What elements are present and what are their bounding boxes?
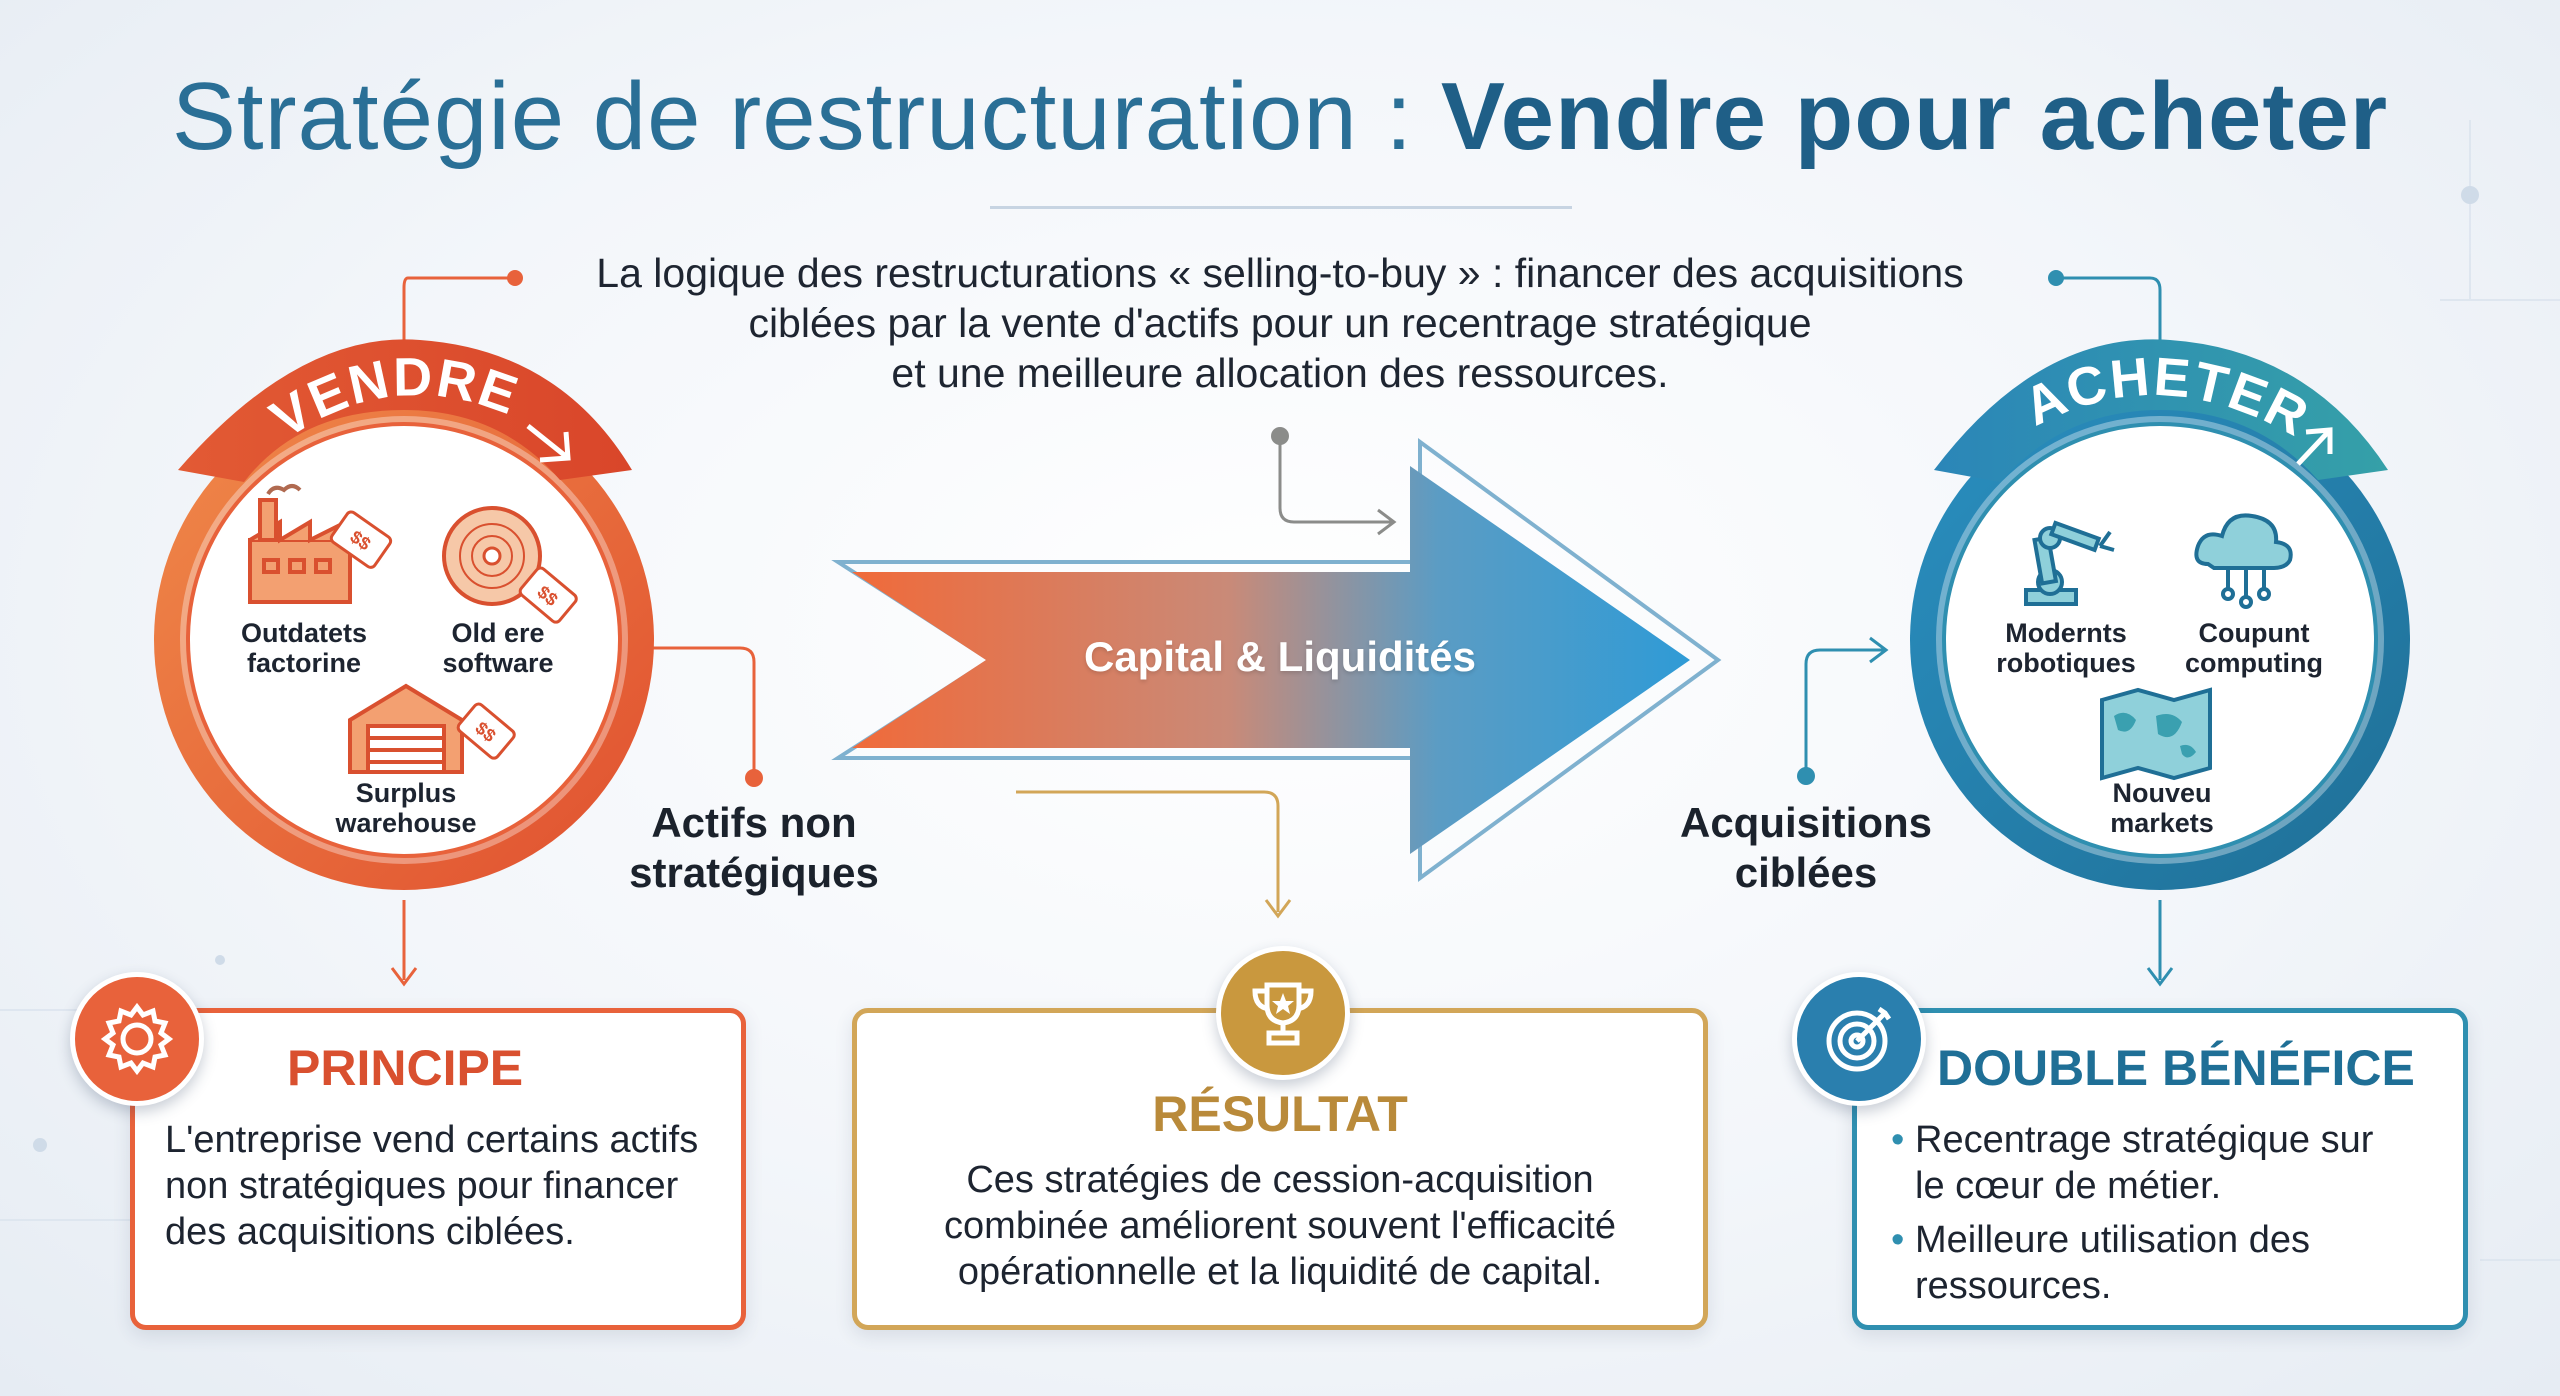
sell-banner-label: VENDRE	[260, 347, 526, 450]
ring-item-label: warehouse	[335, 808, 477, 838]
bullet-text-line: ressources.	[1915, 1265, 2112, 1307]
sell-arrow-icon	[526, 424, 571, 463]
intro-line: ciblées par la vente d'actifs pour un re…	[748, 300, 1812, 346]
card-text-line: opérationnelle et la liquidité de capita…	[957, 1251, 1603, 1293]
side-label-line: stratégiques	[629, 849, 879, 896]
buy-side-label: Acquisitions ciblées	[1656, 798, 1956, 898]
title-bold-part: Vendre pour acheter	[1440, 63, 2389, 170]
target-icon	[1792, 972, 1926, 1106]
card-text-line: L'entreprise vend certains actifs	[165, 1119, 699, 1161]
list-item: Meilleure utilisation des ressources.	[1891, 1217, 2373, 1309]
ring-item-label: Outdatets	[240, 618, 367, 648]
warehouse-icon	[348, 683, 464, 774]
bullet-text-line: Recentrage stratégique sur	[1915, 1119, 2374, 1161]
sell-item-software: Old ere software	[408, 618, 588, 678]
side-label-line: Acquisitions	[1679, 799, 1933, 846]
buy-banner-label: ACHETER	[2015, 347, 2319, 449]
trophy-icon	[1216, 946, 1350, 1080]
resultat-title: RÉSULTAT	[1152, 1086, 1408, 1142]
bullet-text-line: le cœur de métier.	[1915, 1165, 2222, 1207]
buy-arrow-icon	[2296, 427, 2333, 466]
intro-to-sell-connector	[402, 276, 515, 342]
principe-text: L'entreprise vend certains actifs non st…	[165, 1117, 698, 1255]
software-disc-icon	[442, 506, 542, 606]
price-tag-icon: $$	[456, 702, 516, 760]
benefice-card: DOUBLE BÉNÉFICE Recentrage stratégique s…	[1852, 1008, 2468, 1330]
label-to-buy-connector	[1804, 648, 1884, 776]
ring-item-label: Surplus	[355, 778, 457, 808]
card-text-line: Ces stratégies de cession-acquisition	[966, 1159, 1594, 1201]
ring-item-label: factorine	[246, 648, 362, 678]
robot-arm-icon	[2024, 520, 2115, 606]
buy-item-computing: Coupunt computing	[2164, 618, 2344, 678]
ring-item-label: Nouveu	[2112, 778, 2212, 808]
cloud-computing-icon	[2194, 513, 2293, 609]
principe-card: PRINCIPE L'entreprise vend certains acti…	[130, 1008, 746, 1330]
buy-item-robotics: Modernts robotiques	[1976, 618, 2156, 678]
sell-item-warehouse: Surplus warehouse	[316, 778, 496, 838]
side-label-line: ciblées	[1734, 849, 1878, 896]
ring-item-label: Coupunt	[2198, 618, 2310, 648]
list-item: Recentrage stratégique sur le cœur de mé…	[1891, 1117, 2373, 1209]
principe-title: PRINCIPE	[287, 1040, 524, 1096]
benefice-bullets: Recentrage stratégique sur le cœur de mé…	[1891, 1117, 2373, 1317]
resultat-text: Ces stratégies de cession-acquisition co…	[857, 1157, 1703, 1295]
sell-to-label-connector	[638, 646, 756, 778]
card-text-line: non stratégiques pour financer	[165, 1165, 679, 1207]
card-text-line: combinée améliorent souvent l'efficacité	[944, 1205, 1616, 1247]
ring-item-label: Old ere	[451, 618, 545, 648]
title-light-part: Stratégie de restructuration :	[171, 63, 1414, 170]
world-map-icon	[2100, 687, 2212, 781]
capital-flow-arrow	[831, 438, 1722, 882]
arrow-to-result-connector	[1016, 790, 1280, 912]
price-tag-icon: $$	[329, 510, 393, 569]
sell-side-label: Actifs non stratégiques	[604, 798, 904, 898]
side-label-line: Actifs non	[651, 799, 857, 846]
title-divider	[990, 206, 1572, 209]
ring-item-label: computing	[2185, 648, 2323, 678]
ring-item-label: markets	[2110, 808, 2214, 838]
intro-line: et une meilleure allocation des ressourc…	[891, 350, 1669, 396]
gear-icon	[70, 972, 204, 1106]
intro-to-arrow-connector	[1278, 436, 1392, 524]
factory-icon	[248, 484, 352, 604]
sell-item-factory: Outdatets factorine	[214, 618, 394, 678]
ring-item-label: software	[442, 648, 554, 678]
bullet-text-line: Meilleure utilisation des	[1915, 1219, 2310, 1261]
intro-line: La logique des restructurations « sellin…	[596, 250, 1964, 296]
buy-item-markets: Nouveu markets	[2072, 778, 2252, 838]
benefice-title: DOUBLE BÉNÉFICE	[1937, 1040, 2415, 1096]
intro-text: La logique des restructurations « sellin…	[520, 248, 2040, 398]
price-tag-icon: $$	[518, 566, 578, 624]
card-text-line: des acquisitions ciblées.	[165, 1211, 575, 1253]
capital-flow-label: Capital & Liquidités	[1083, 633, 1477, 680]
ring-item-label: robotiques	[1996, 648, 2136, 678]
page-title: Stratégie de restructuration : Vendre po…	[0, 62, 2560, 172]
ring-item-label: Modernts	[2005, 618, 2127, 648]
intro-to-buy-connector	[2056, 276, 2162, 342]
